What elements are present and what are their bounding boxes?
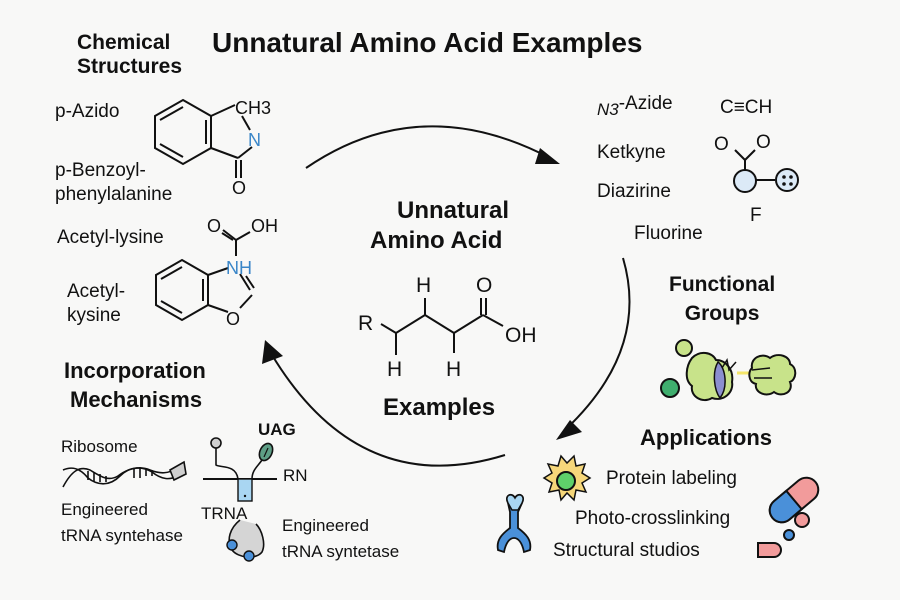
heading-line: Chemical (77, 31, 171, 54)
item-acetyl: Acetyl- (67, 281, 126, 302)
alkyne-label: C≡CH (720, 97, 772, 118)
center-line: Amino Acid (370, 227, 503, 254)
codon-label: UAG (258, 420, 296, 439)
trna-label: TRNA (201, 504, 248, 523)
f-label: F (750, 205, 762, 226)
oxygen-label: O (232, 178, 246, 198)
o2-label: O (756, 132, 771, 153)
azide-prefix: N3 (597, 100, 619, 119)
incorporation-heading: Incorporation Mechanisms (64, 356, 206, 414)
app-protein-labeling: Protein labeling (606, 468, 737, 489)
capsule-icon (768, 476, 820, 524)
nh-label: NH (226, 258, 252, 278)
caption-line: tRNA syntetase (282, 542, 400, 561)
ribosome-label: Ribosome (61, 437, 138, 456)
caption-line: Engineered (61, 500, 148, 519)
h-top-label: H (416, 274, 431, 297)
app-structural-studios: Structural studios (553, 540, 700, 561)
ch3-label: CH3 (235, 98, 271, 118)
arrow-bottom (271, 354, 506, 467)
oh-label: OH (251, 216, 278, 236)
left-caption: Engineered tRNA syntehase (61, 497, 183, 549)
item-acetyl-lysine: Acetyl-lysine (57, 227, 164, 248)
oh-label: OH (505, 324, 537, 347)
right-caption: Engineered tRNA syntetase (282, 513, 399, 565)
rn-label: RN (283, 466, 308, 485)
node-circle (733, 169, 757, 193)
center-heading: Unnatural (378, 195, 528, 227)
r-label: R (358, 312, 373, 335)
item-phenylalanine: phenylalanine (55, 184, 173, 205)
center-footer: Examples (383, 394, 496, 421)
caption-line: Engineered (282, 516, 369, 535)
app-photo-crosslinking: Photo-crosslinking (575, 508, 731, 529)
h-left-label: H (387, 358, 402, 381)
ring-oxygen-label: O (226, 309, 240, 329)
item-fluorine: Fluorine (634, 223, 703, 244)
heading-line: Incorporation (64, 358, 206, 383)
functional-groups-heading: Functional Groups (669, 270, 775, 328)
o-top-label: O (476, 274, 492, 297)
arrow-top (305, 125, 551, 169)
page-title: Unnatural Amino Acid Examples (212, 27, 643, 58)
diazirine-circle (775, 168, 799, 192)
nitrogen-label: N (248, 130, 261, 150)
rna-helix-icon (62, 460, 187, 488)
item-p-benzoyl: p-Benzoyl- (55, 160, 146, 181)
caption-line: tRNA syntehase (61, 526, 183, 545)
arrowhead-top (535, 148, 560, 164)
chemical-structures-heading: Chemical Structures (77, 31, 182, 79)
item-azide: N3-Azide (597, 93, 673, 119)
oxygen-label: O (207, 216, 221, 236)
item-kysine: kysine (67, 305, 121, 326)
arrow-right (564, 257, 631, 431)
arrowhead-bottom (262, 340, 283, 364)
heading-line: Structures (77, 55, 183, 78)
azide-label: -Azide (618, 93, 673, 114)
center-line: Unnatural (396, 197, 509, 224)
item-diazirine: Diazirine (597, 181, 671, 202)
applications-heading: Applications (640, 425, 773, 450)
item-ketkyne: Ketkyne (597, 142, 666, 163)
arrowhead-right (556, 420, 582, 440)
heading-line: Functional (669, 273, 776, 296)
heading-line: Mechanisms (70, 387, 203, 412)
item-p-azido: p-Azido (55, 101, 120, 122)
heading-line: Groups (684, 302, 760, 325)
o1-label: O (714, 134, 729, 155)
h-mid-label: H (446, 358, 461, 381)
